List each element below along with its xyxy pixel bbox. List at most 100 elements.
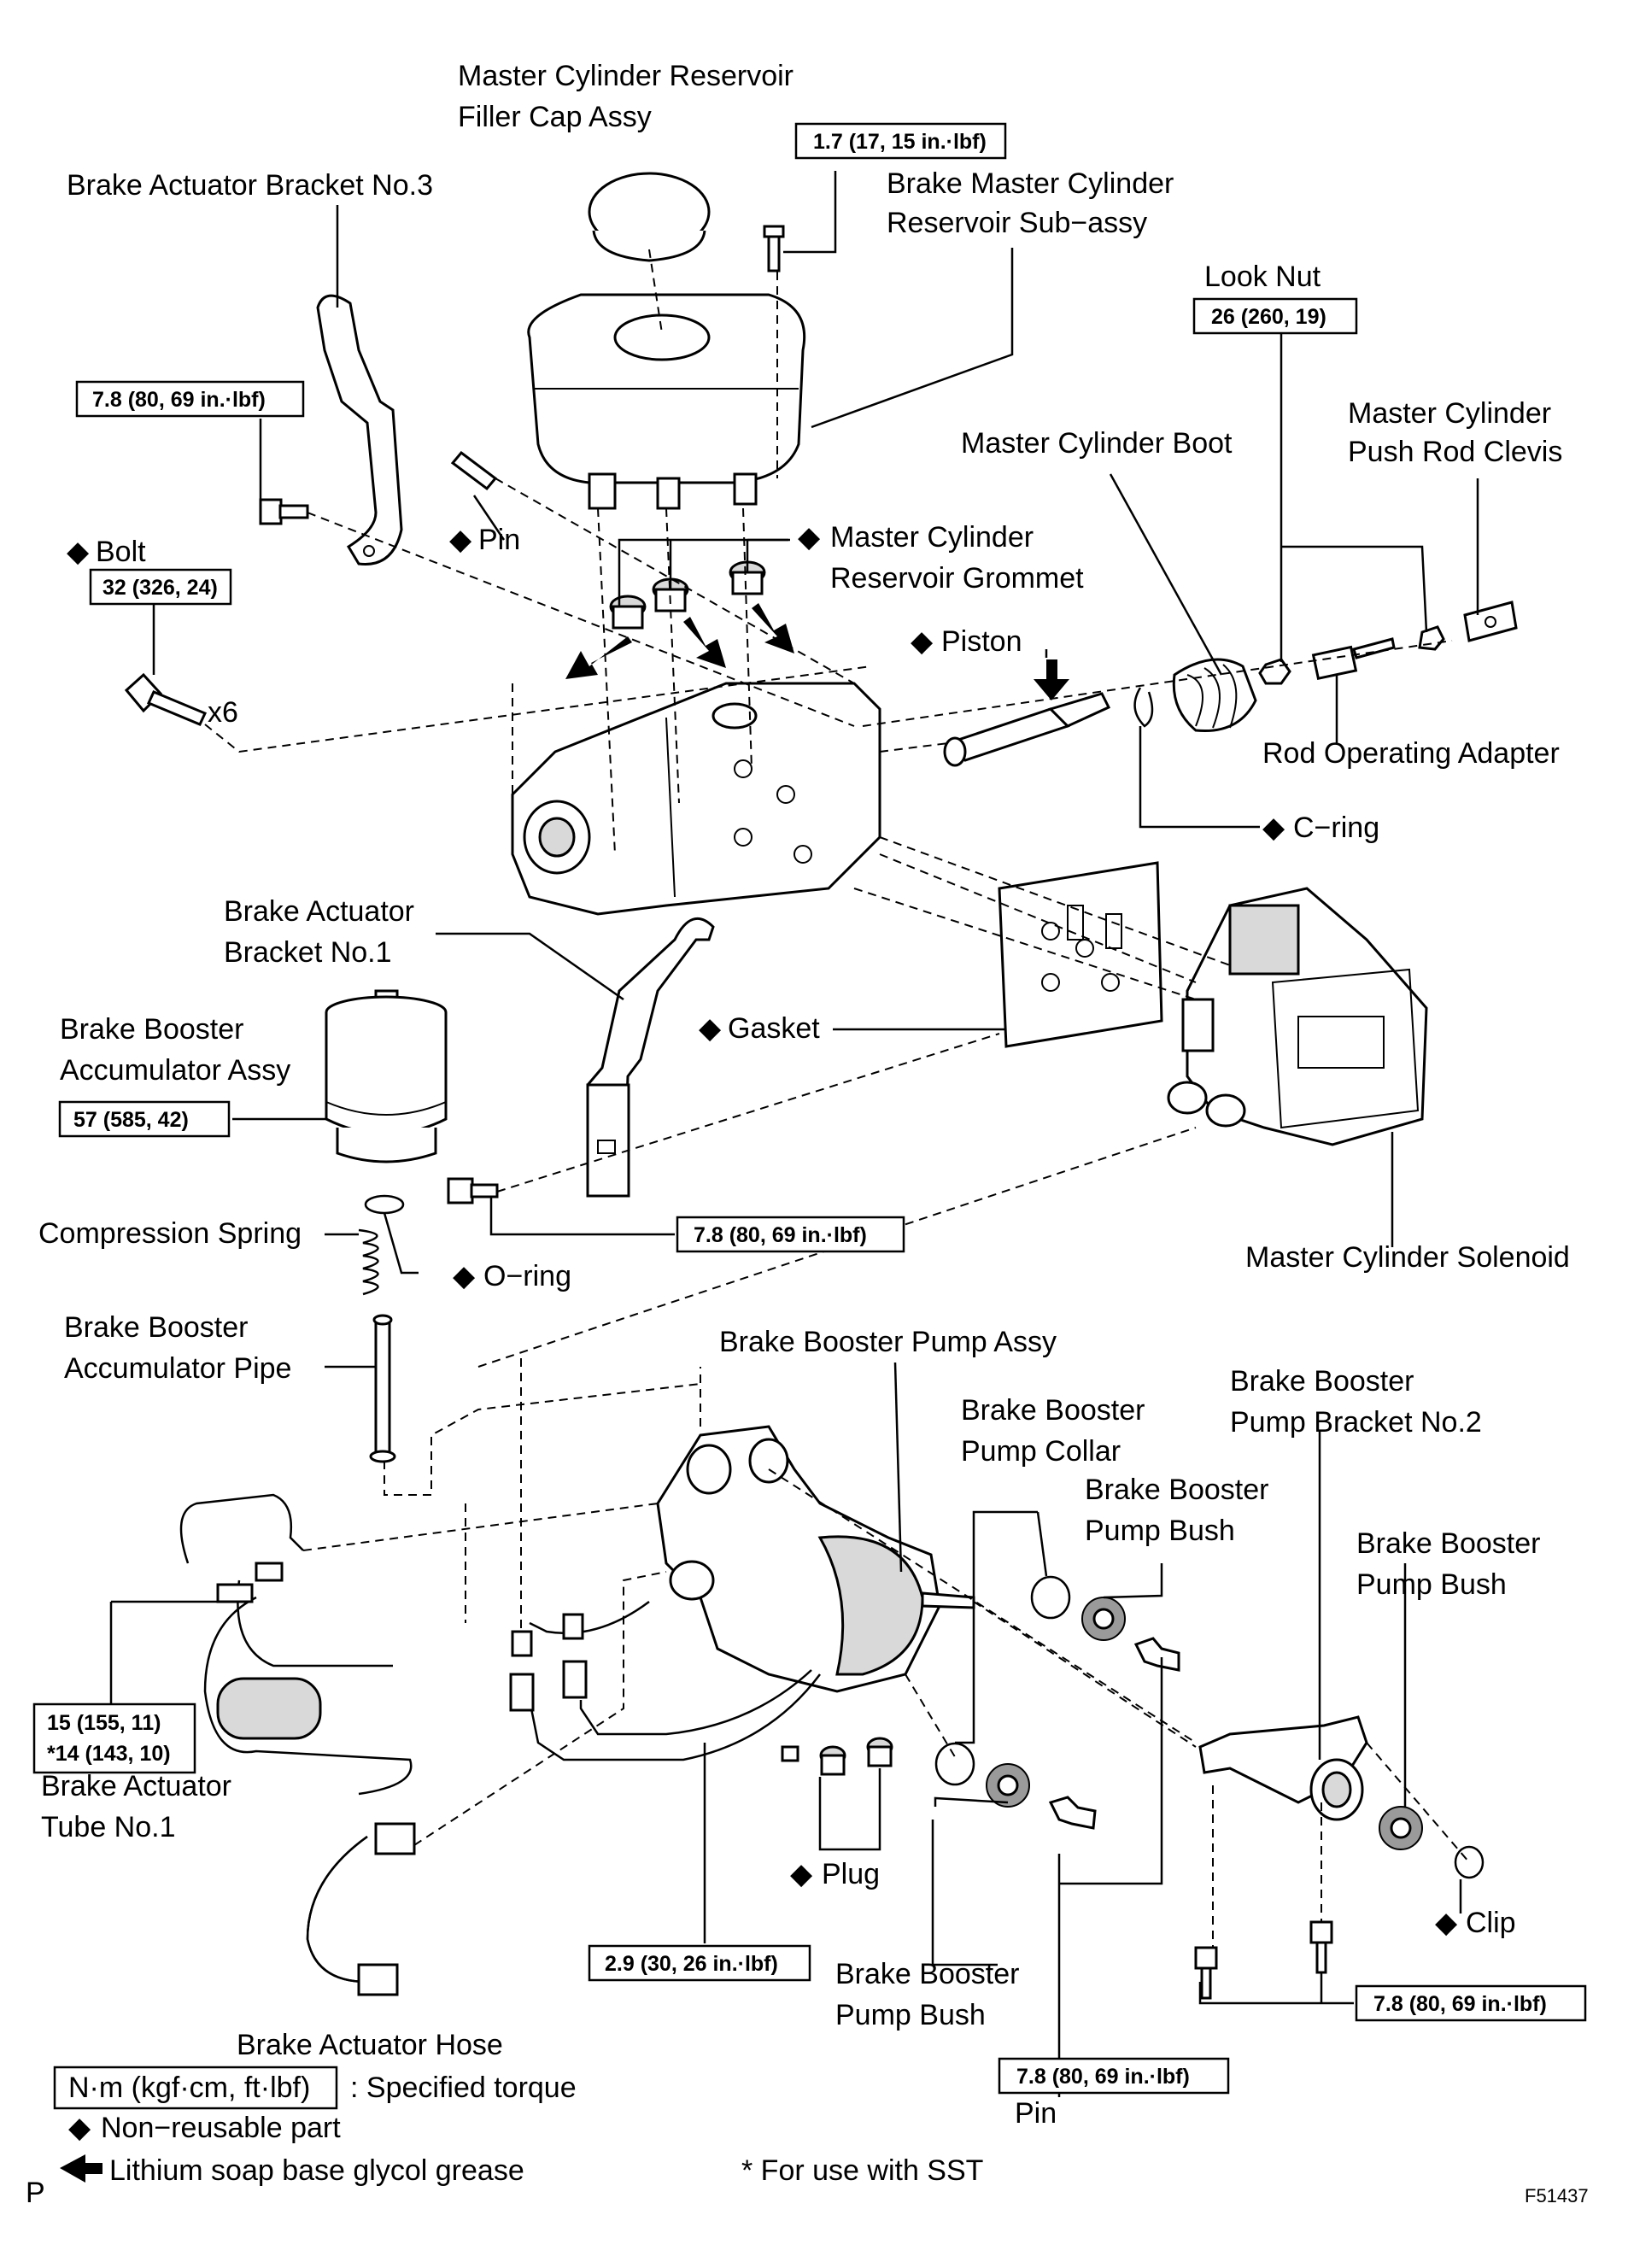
bracket3-drawing bbox=[316, 294, 403, 566]
torque-plug: 2.9 (30, 26 in.·lbf) bbox=[588, 1944, 811, 1982]
torque-accumulator: 57 (585, 42) bbox=[58, 1100, 231, 1138]
label-accumulator-line2: Accumulator Assy bbox=[60, 1054, 290, 1087]
pump-connectors-drawing bbox=[509, 1613, 588, 1712]
label-pump-bracket2-line1: Brake Booster bbox=[1230, 1365, 1414, 1398]
accumulator-drawing bbox=[325, 989, 448, 1163]
bolt-x6-drawing bbox=[124, 672, 208, 726]
label-clevis-line1: Master Cylinder bbox=[1348, 397, 1551, 430]
label-filler-cap-line1: Master Cylinder Reservoir bbox=[458, 60, 794, 92]
torque-bracket1-bolt: 7.8 (80, 69 in.·lbf) bbox=[676, 1216, 905, 1253]
pump-drawing bbox=[528, 1425, 975, 1761]
torque-bolt: 32 (326, 24) bbox=[89, 568, 232, 606]
label-piston-marker: ◆ bbox=[911, 625, 934, 658]
label-solenoid: Master Cylinder Solenoid bbox=[1245, 1241, 1570, 1274]
piston-drawing bbox=[943, 692, 1111, 767]
legend: N·m (kgf·cm, ft·lbf) : Specified torque … bbox=[26, 2066, 1589, 2209]
plugs-drawing bbox=[781, 1737, 893, 1776]
label-plug: Plug bbox=[822, 1858, 880, 1890]
bracket3-bolt-drawing bbox=[259, 498, 309, 525]
label-pump-bush-c-line2: Pump Bush bbox=[835, 1999, 986, 2031]
torque-pin: 7.8 (80, 69 in.·lbf) bbox=[998, 2057, 1230, 2095]
label-plug-marker: ◆ bbox=[790, 1858, 813, 1890]
label-pump-bush-a-line2: Pump Bush bbox=[1085, 1515, 1235, 1547]
label-clip-marker: ◆ bbox=[1435, 1907, 1458, 1939]
label-filler-cap-line2: Filler Cap Assy bbox=[458, 101, 652, 133]
bracket1-bolt-drawing bbox=[447, 1177, 499, 1204]
label-pin-bottom: Pin bbox=[1015, 2097, 1057, 2130]
label-bracket3: Brake Actuator Bracket No.3 bbox=[67, 169, 433, 202]
label-pump-assy: Brake Booster Pump Assy bbox=[719, 1326, 1057, 1358]
label-grommet-line2: Reservoir Grommet bbox=[830, 562, 1084, 595]
label-acc-pipe-line1: Brake Booster bbox=[64, 1311, 248, 1344]
svg-text:57 (585, 42): 57 (585, 42) bbox=[73, 1108, 189, 1132]
master-cylinder-drawing bbox=[511, 682, 881, 916]
label-acc-pipe-line2: Accumulator Pipe bbox=[64, 1352, 291, 1385]
label-pump-collar-line2: Pump Collar bbox=[961, 1435, 1121, 1468]
label-o-ring: O−ring bbox=[483, 1260, 571, 1292]
label-rod-adapter: Rod Operating Adapter bbox=[1262, 737, 1560, 770]
acc-pipe-drawing bbox=[369, 1314, 396, 1463]
legend-sst-note: * For use with SST bbox=[741, 2154, 983, 2187]
label-pump-collar-line1: Brake Booster bbox=[961, 1394, 1145, 1427]
label-clevis-line2: Push Rod Clevis bbox=[1348, 436, 1562, 468]
torque-specs: 1.7 (17, 15 in.·lbf) 26 (260, 19) 7.8 (8… bbox=[32, 122, 1587, 2095]
svg-text:26 (260, 19): 26 (260, 19) bbox=[1211, 305, 1326, 329]
svg-text:7.8 (80, 69 in.·lbf): 7.8 (80, 69 in.·lbf) bbox=[694, 1223, 867, 1247]
label-c-ring: C−ring bbox=[1293, 812, 1379, 844]
label-bracket1-line1: Brake Actuator bbox=[224, 895, 414, 928]
label-bolt-marker: ◆ bbox=[67, 536, 90, 568]
label-gasket-marker: ◆ bbox=[699, 1012, 722, 1045]
svg-text:32 (326, 24): 32 (326, 24) bbox=[102, 576, 218, 600]
filler-cap-drawing bbox=[588, 172, 711, 262]
label-bracket1-line2: Bracket No.1 bbox=[224, 936, 392, 969]
alignment-lines bbox=[204, 249, 1470, 1948]
label-boot: Master Cylinder Boot bbox=[961, 427, 1233, 460]
part-labels: Master Cylinder Reservoir Filler Cap Ass… bbox=[38, 60, 1570, 2130]
svg-text:*14 (143, 10): *14 (143, 10) bbox=[47, 1742, 171, 1766]
label-tube1-line2: Tube No.1 bbox=[41, 1811, 176, 1843]
svg-text:7.8 (80, 69 in.·lbf): 7.8 (80, 69 in.·lbf) bbox=[1016, 2065, 1190, 2089]
svg-text:15 (155, 11): 15 (155, 11) bbox=[47, 1711, 161, 1735]
hose-drawing bbox=[306, 1822, 416, 1996]
bracket1-drawing bbox=[586, 917, 715, 1198]
label-hose: Brake Actuator Hose bbox=[237, 2029, 503, 2061]
svg-text:7.8 (80, 69 in.·lbf): 7.8 (80, 69 in.·lbf) bbox=[92, 388, 266, 412]
label-pump-bush-b-line1: Brake Booster bbox=[1356, 1527, 1540, 1560]
svg-text:2.9 (30, 26 in.·lbf): 2.9 (30, 26 in.·lbf) bbox=[605, 1952, 778, 1976]
pump-bracket2-drawing bbox=[1198, 1715, 1368, 1821]
o-ring-drawing bbox=[364, 1194, 405, 1215]
label-pump-bush-a-line1: Brake Booster bbox=[1085, 1474, 1268, 1506]
label-accumulator-line1: Brake Booster bbox=[60, 1013, 243, 1046]
torque-look-nut: 26 (260, 19) bbox=[1192, 297, 1358, 335]
legend-grease: Lithium soap base glycol grease bbox=[109, 2154, 524, 2187]
tube1-drawing bbox=[179, 1493, 413, 1796]
reservoir-drawing bbox=[527, 293, 806, 510]
label-x6: x6 bbox=[208, 696, 238, 729]
leader-lines bbox=[109, 171, 1479, 2097]
label-reservoir-line2: Reservoir Sub−assy bbox=[887, 207, 1147, 239]
legend-unit-text: N·m (kgf·cm, ft·lbf) bbox=[68, 2072, 310, 2104]
legend-non-reusable: Non−reusable part bbox=[101, 2112, 341, 2144]
label-clip: Clip bbox=[1466, 1907, 1516, 1939]
label-look-nut: Look Nut bbox=[1204, 261, 1321, 293]
reservoir-screw-drawing bbox=[763, 225, 785, 273]
grommets-drawing bbox=[609, 560, 766, 630]
pin-drawing bbox=[450, 450, 498, 491]
collars-bushes-drawing bbox=[934, 1575, 1485, 1879]
label-o-ring-marker: ◆ bbox=[453, 1260, 476, 1292]
label-pump-bush-c-line1: Brake Booster bbox=[835, 1958, 1019, 1990]
torque-bracket3-bolt: 7.8 (80, 69 in.·lbf) bbox=[75, 380, 305, 418]
label-pin-marker: ◆ bbox=[449, 524, 472, 556]
label-grommet-line1: Master Cylinder bbox=[830, 521, 1034, 554]
label-pump-bush-b-line2: Pump Bush bbox=[1356, 1568, 1507, 1601]
label-reservoir-line1: Brake Master Cylinder bbox=[887, 167, 1174, 200]
legend-unit-box bbox=[53, 2066, 338, 2110]
label-gasket: Gasket bbox=[728, 1012, 820, 1045]
label-pin: Pin bbox=[478, 524, 520, 556]
label-tube1-line1: Brake Actuator bbox=[41, 1770, 231, 1802]
legend-non-reusable-marker: ◆ bbox=[68, 2112, 91, 2144]
solenoid-drawing bbox=[1167, 887, 1428, 1146]
gasket-drawing bbox=[998, 861, 1163, 1048]
